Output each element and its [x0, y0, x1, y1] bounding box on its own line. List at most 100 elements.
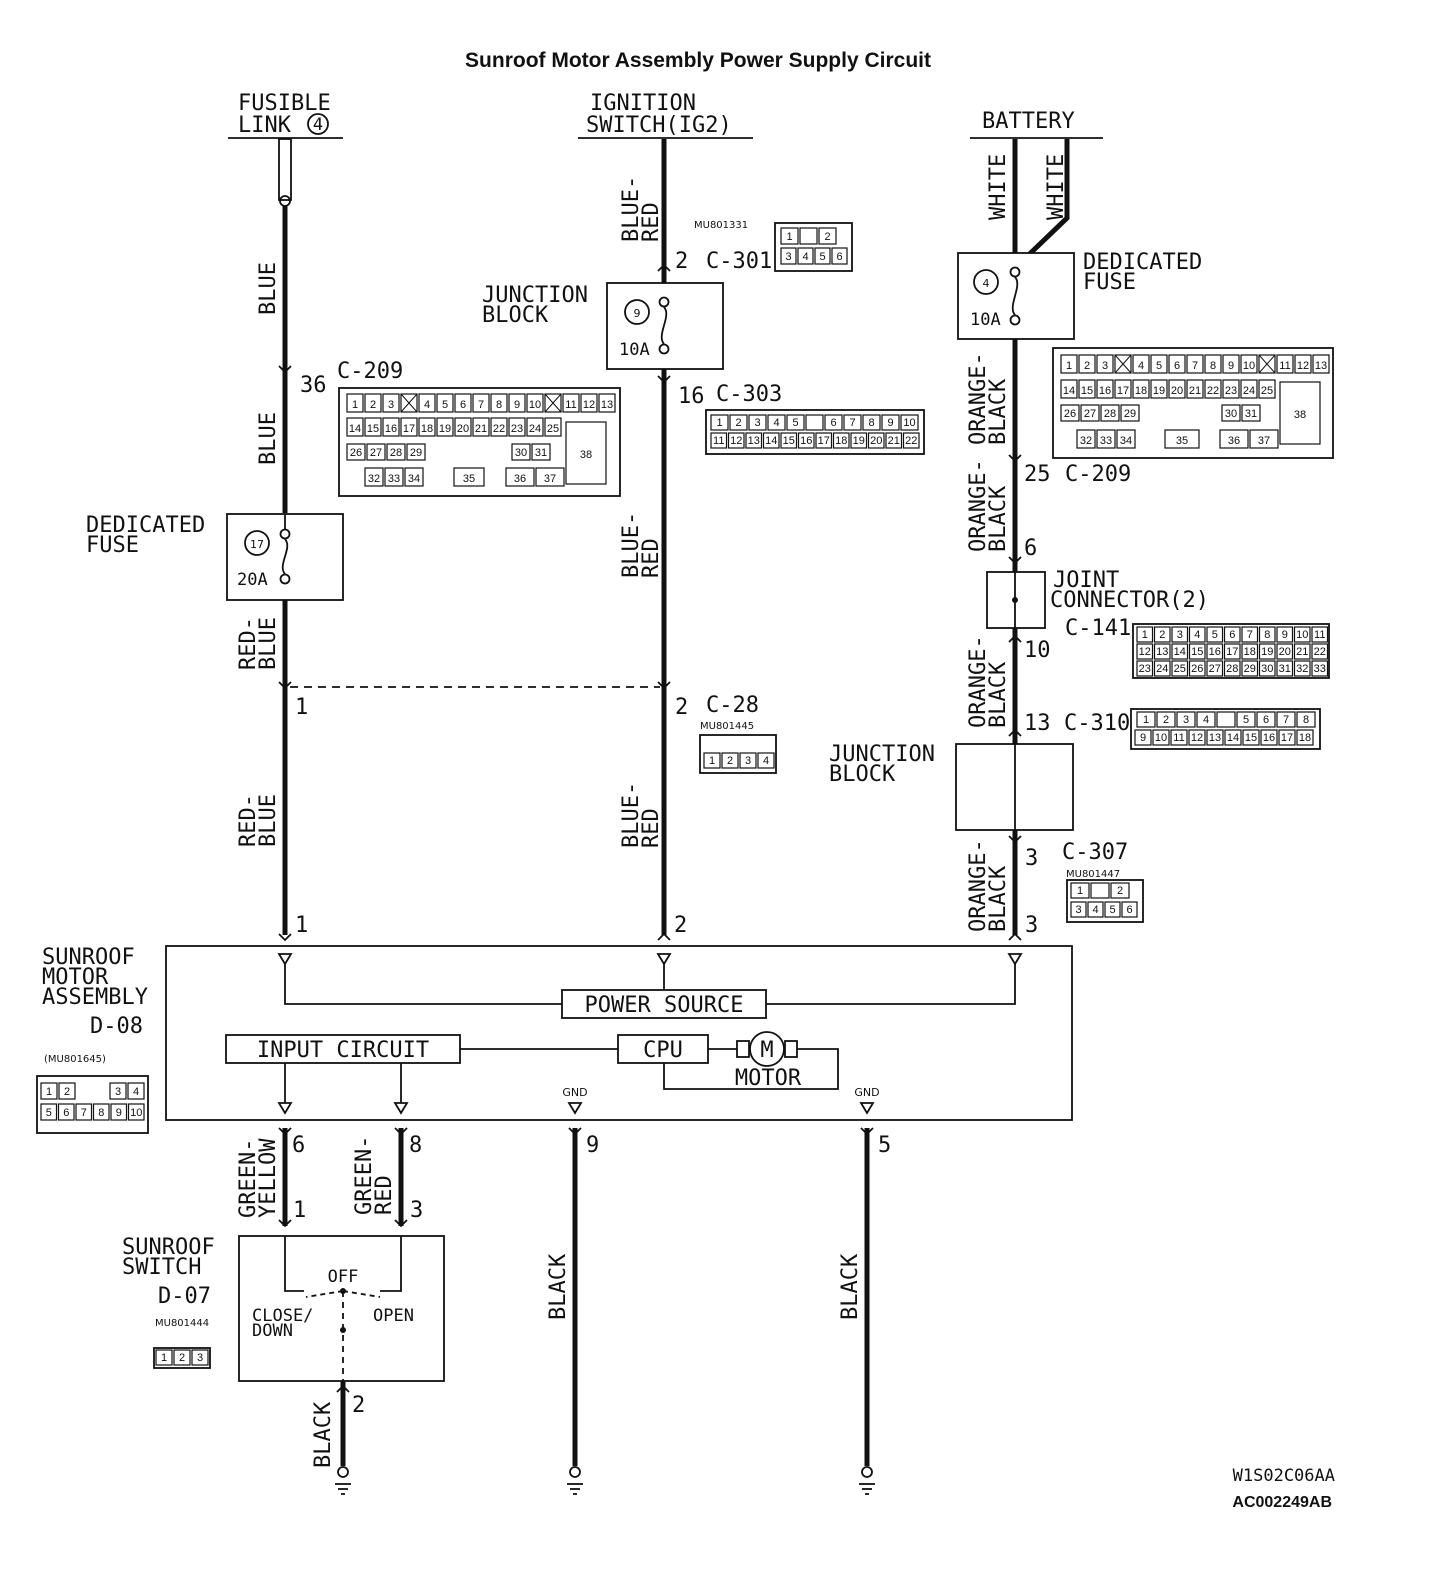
c209-left-cell: [364, 467, 384, 487]
c141-pin-label: 16: [1209, 646, 1221, 658]
c310-pin-label: 11: [1173, 732, 1184, 744]
c28-pin-label: 2: [727, 755, 733, 767]
c209-right-pin-label: 32: [1080, 435, 1092, 447]
ignition-label-1: IGNITION: [590, 91, 696, 116]
right-fuse-element: [1011, 276, 1019, 316]
c209-left-big-label: 38: [580, 449, 592, 461]
joint-in-mark: [1008, 556, 1022, 565]
c307-cell: [1121, 901, 1138, 918]
right-fuse-label-1: DEDICATED: [1083, 250, 1202, 275]
orange-black-label-1a: ORANGE-: [966, 352, 991, 445]
c141-pin-label: 7: [1247, 629, 1253, 641]
c209-right-cell: [1222, 354, 1240, 374]
c303-name: C-303: [716, 382, 782, 407]
c209-left-pin-label: 8: [496, 399, 502, 411]
c301-pin-label: 2: [824, 231, 830, 243]
c209-right-pin-label: 33: [1100, 435, 1112, 447]
c141-pin-label: 14: [1174, 646, 1186, 658]
c209-left-cell: [384, 467, 404, 487]
c141-cell: [1223, 660, 1241, 677]
power-bus-left: [284, 964, 562, 1005]
c307-pin: 3: [1025, 846, 1038, 871]
c209-left-cell: [436, 417, 454, 437]
c209-left-pin-label: 16: [385, 423, 397, 435]
c141-pin-label: 15: [1191, 646, 1203, 658]
c209-right-cell: [1114, 379, 1132, 399]
d08-pin-label: 4: [133, 1086, 139, 1098]
c209-right-cell: [1204, 379, 1222, 399]
c307-pin-label: 1: [1077, 885, 1083, 897]
c310-cell: [1276, 711, 1296, 728]
c141-cell: [1276, 660, 1294, 677]
c303-pin-label: 7: [849, 417, 855, 429]
c209-left-cell: [562, 393, 580, 413]
c141-pin-label: 13: [1156, 646, 1168, 658]
orange-black-label-4b: BLACK: [986, 865, 1011, 932]
c209-left-pin-label: 14: [349, 423, 361, 435]
c141-pin-label: 18: [1244, 646, 1256, 658]
d08-pin-label: 10: [130, 1107, 142, 1119]
c209-left-cell: [526, 393, 544, 413]
c310-cell: [1170, 729, 1188, 746]
motor-assembly-box: [165, 945, 1073, 1121]
green-yellow-label-a: GREEN-: [236, 1139, 261, 1218]
c301-pin-label: 1: [786, 231, 792, 243]
c141-cell: [1311, 660, 1329, 677]
black-label-5: BLACK: [838, 1253, 863, 1320]
c209-left-cell: [382, 393, 400, 413]
c141-pin-label: 22: [1314, 646, 1326, 658]
c310-pin-label: 10: [1155, 732, 1167, 744]
c141-cell: [1258, 626, 1276, 643]
pin3-input-triangle: [1007, 953, 1023, 966]
c310-cell: [1206, 729, 1224, 746]
c303-cell: [832, 432, 850, 449]
c141-pin-label: 4: [1194, 629, 1200, 641]
c310-pin-label: 13: [1209, 732, 1221, 744]
c209-left-pin-label: 9: [514, 399, 520, 411]
c141-cell: [1311, 626, 1329, 643]
right-fuse-terminal-top: [1009, 266, 1021, 278]
middle-fuse-terminal-bottom: [658, 343, 670, 355]
c209-right-pin-label: 25: [1261, 385, 1273, 397]
c209-right-pin-label: 22: [1207, 385, 1219, 397]
c303-pin-label: 19: [853, 435, 865, 447]
c209-left-cell: [472, 417, 490, 437]
d08-pin-label: 9: [116, 1107, 122, 1119]
c209-right-cell: [1186, 379, 1204, 399]
c307-pin-label: 5: [1109, 904, 1115, 916]
c209-right-cell: [1312, 354, 1330, 374]
c310-cell: [1224, 729, 1242, 746]
c209-right-cell: [1240, 354, 1258, 374]
c310-cell: [1134, 729, 1152, 746]
c301-part: MU801331: [694, 220, 748, 231]
c209-right-cell: [1060, 404, 1080, 422]
c209-left-pin-label: 37: [544, 473, 556, 485]
d08-pin-label: 2: [64, 1086, 70, 1098]
c310-mark: [1008, 728, 1022, 737]
c209-left-mark: [278, 365, 292, 374]
middle-fuse-number-circle: [624, 299, 650, 325]
orange-black-label-2a: ORANGE-: [966, 459, 991, 552]
c303-cell: [885, 432, 903, 449]
c209-left-pin-label: 11: [565, 399, 576, 411]
c141-pin-label: 1: [1142, 629, 1148, 641]
motor-pin2: 2: [674, 913, 687, 938]
sunroof-switch-code: D-07: [158, 1284, 211, 1309]
c209-left-pin-label: 21: [475, 423, 487, 435]
c303-cell: [850, 432, 868, 449]
c310-cell: [1236, 711, 1256, 728]
c307-mark: [1008, 835, 1022, 844]
c209-left-pin-label: 1: [352, 399, 358, 411]
c141-pin-label: 10: [1296, 629, 1308, 641]
c141-cell: [1153, 660, 1171, 677]
c307-cell: [1070, 901, 1087, 918]
c310-cell: [1260, 729, 1278, 746]
c209-right-cell: [1076, 429, 1096, 449]
fusible-link-label-2: LINK: [238, 113, 292, 138]
red-blue-label-1b: BLUE: [256, 617, 281, 670]
c301-pin-label: 4: [802, 251, 808, 263]
c209-left-cell: [508, 393, 526, 413]
c209-left-pin-label: 7: [478, 399, 484, 411]
motor-pin1-mark: [278, 933, 292, 942]
